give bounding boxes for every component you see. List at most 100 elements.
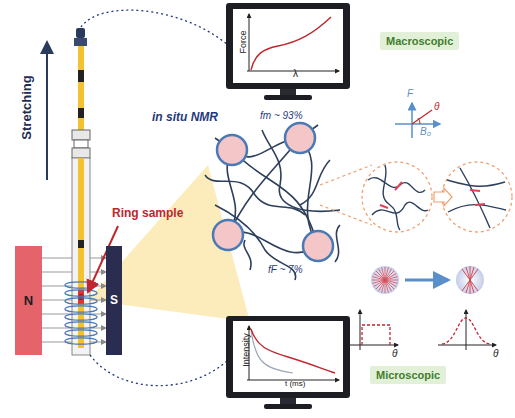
illustration-part xyxy=(395,182,402,190)
magnet-pole-n: N xyxy=(15,246,42,355)
polymer-network xyxy=(205,125,340,280)
illustration-part xyxy=(380,205,388,208)
illustration-part xyxy=(280,398,296,405)
fraction-label: fF ~ 7% xyxy=(268,264,303,275)
decay-curve xyxy=(251,329,335,373)
node-text: Macroscopic xyxy=(386,35,453,47)
illustration-part xyxy=(205,175,305,215)
illustration-part xyxy=(232,150,318,246)
coil-winding xyxy=(65,290,97,296)
orientation-spheres xyxy=(371,266,484,294)
illustration-part xyxy=(362,162,432,232)
illustration-part xyxy=(360,310,361,350)
illustration-part xyxy=(320,165,372,185)
illustration-part xyxy=(74,38,87,46)
illustration-part xyxy=(383,165,400,230)
coil-winding xyxy=(65,314,97,320)
scale-label: Microscopic xyxy=(370,366,446,384)
illustration-part xyxy=(213,220,243,250)
node-text: S xyxy=(106,246,122,355)
illustration-part xyxy=(460,168,490,228)
illustration-part xyxy=(335,225,340,262)
node-text: t (ms) xyxy=(285,379,305,388)
illustration-part xyxy=(303,231,333,261)
illustration-part xyxy=(380,182,485,208)
axis-label: F xyxy=(407,88,413,99)
illustration-part xyxy=(78,46,84,136)
illustration-part xyxy=(456,266,484,294)
sample-label: Ring sample xyxy=(112,206,183,220)
node-text: N xyxy=(15,246,42,355)
stretch-arrow xyxy=(46,42,48,180)
zoom-circles xyxy=(362,162,512,232)
illustration-part xyxy=(438,345,496,346)
orientation-ray xyxy=(372,277,397,284)
plot-graphic xyxy=(233,9,343,83)
illustration-part xyxy=(226,3,350,89)
dotted-link xyxy=(81,10,228,45)
illustration-part xyxy=(74,140,88,148)
illustration-part xyxy=(362,325,390,345)
illustration-part xyxy=(264,95,312,100)
plot-screen: Intensity t (ms) xyxy=(233,321,343,392)
illustration-part xyxy=(447,180,505,186)
plot-axis xyxy=(249,14,250,71)
illustration-part xyxy=(226,316,350,398)
action-label: Stretching xyxy=(19,75,34,139)
coil-winding xyxy=(65,298,97,304)
top-monitor xyxy=(226,3,350,100)
illustration-part xyxy=(78,290,84,304)
coil-winding xyxy=(65,330,97,336)
coil-winding xyxy=(65,322,97,328)
node-text: λ xyxy=(293,68,298,79)
illustration-part xyxy=(475,204,485,205)
illustration-part xyxy=(412,110,432,124)
force-curve xyxy=(251,17,331,70)
illustration-part xyxy=(78,294,84,300)
illustration-part xyxy=(78,240,84,248)
rf-coil xyxy=(65,282,97,344)
magnet-pole-s: S xyxy=(106,246,122,355)
method-label: in situ NMR xyxy=(152,110,218,124)
illustration-part xyxy=(350,345,398,346)
illustration-part xyxy=(448,205,506,212)
node-text: Intensity xyxy=(241,333,251,367)
dotted-link xyxy=(90,355,228,386)
illustration-part xyxy=(78,108,84,118)
axis-label: B₀ xyxy=(420,126,431,137)
illustration-part xyxy=(280,89,296,96)
illustration-part xyxy=(76,28,85,38)
illustration-part xyxy=(72,148,90,158)
illustration-part xyxy=(78,158,84,348)
plot-screen: Force λ xyxy=(233,9,343,83)
illustration-part xyxy=(300,138,318,246)
node-text: Force xyxy=(238,30,248,53)
illustration-part xyxy=(411,103,413,138)
illustration-part xyxy=(371,266,399,294)
illustration-part xyxy=(470,190,480,191)
illustration-part xyxy=(264,404,312,409)
illustration-part xyxy=(405,279,448,282)
bottom-monitor xyxy=(226,316,350,409)
illustration-part xyxy=(372,267,398,293)
axis-label: θ xyxy=(392,348,397,359)
illustration-part xyxy=(368,165,506,230)
scale-label: Macroscopic xyxy=(380,32,459,50)
illustration-part xyxy=(72,158,90,355)
axis-label: θ xyxy=(434,101,439,112)
illustration-part xyxy=(217,135,247,165)
illustration-part xyxy=(78,70,84,82)
illustration-part xyxy=(466,310,467,350)
illustration-part xyxy=(285,123,315,153)
node-text: Microscopic xyxy=(376,369,440,381)
axis-label: θ xyxy=(493,348,498,359)
distribution-plots xyxy=(350,310,496,350)
coil-winding xyxy=(65,306,97,312)
illustration-part xyxy=(368,178,425,193)
coil-winding xyxy=(65,338,97,344)
fraction-label: fm ~ 93% xyxy=(260,110,303,121)
illustration-part xyxy=(72,130,90,140)
illustration-part xyxy=(462,269,478,291)
filler-particles xyxy=(213,123,333,261)
illustration-part xyxy=(395,123,440,125)
